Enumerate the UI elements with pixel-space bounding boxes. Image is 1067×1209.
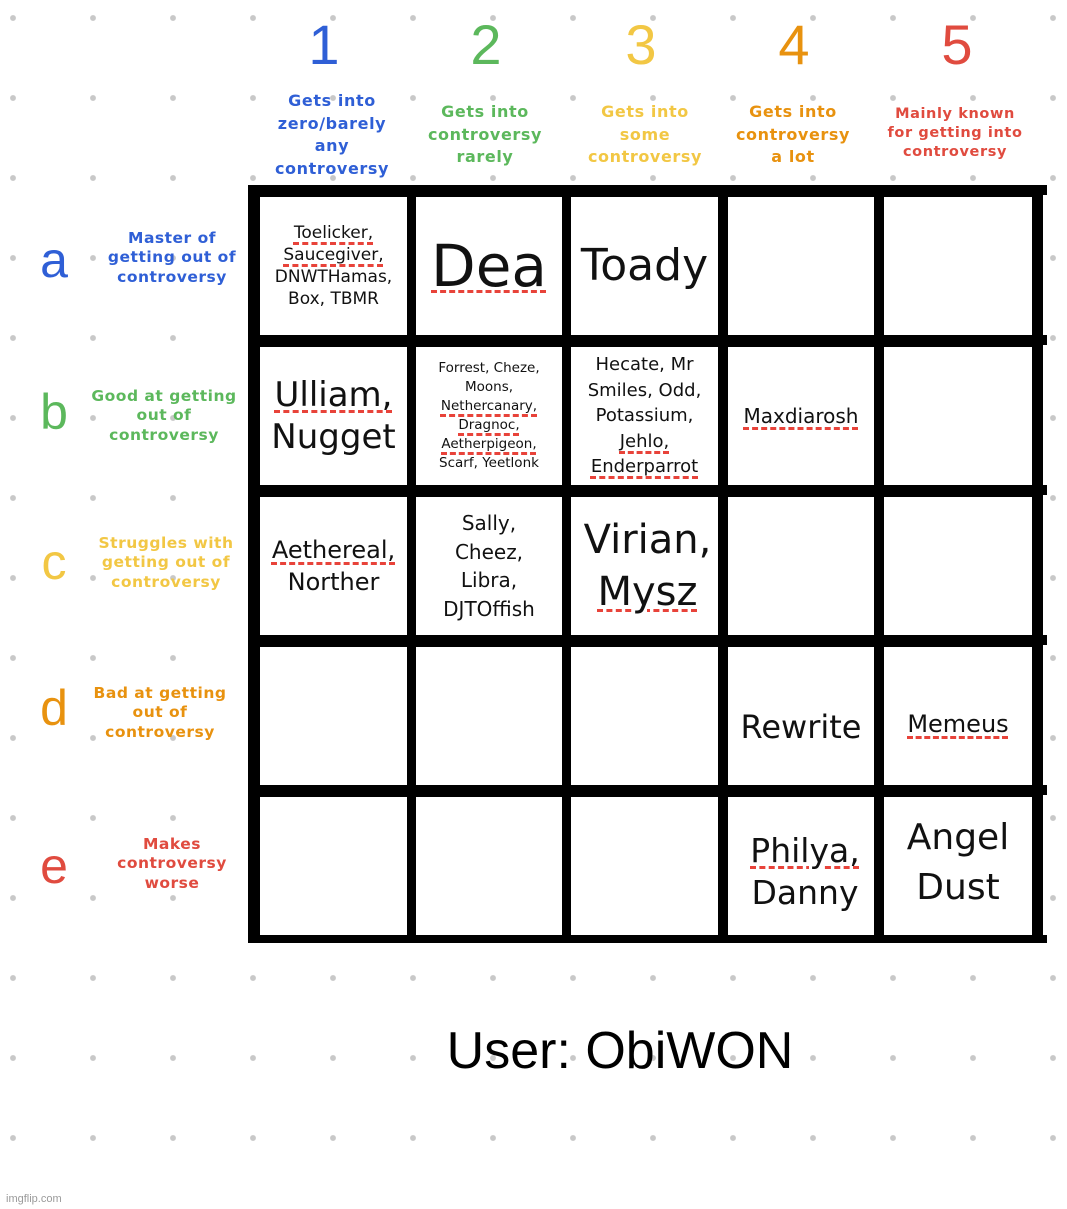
cell-b3: Hecate, Mr Smiles, Odd, Potassium, Jehlo… bbox=[571, 347, 718, 485]
row-label-a: Master of getting out of controversy bbox=[107, 228, 237, 286]
cell-b5 bbox=[884, 347, 1032, 485]
cell-e5: Angel Dust bbox=[884, 797, 1032, 935]
cell-c3: Virian, Mysz bbox=[571, 497, 718, 635]
row-letter-a: a bbox=[40, 232, 68, 288]
cell-c2: Sally, Cheez, Libra, DJTOffish bbox=[416, 497, 562, 635]
grid-edge-mask bbox=[1043, 645, 1047, 785]
cell-a5 bbox=[884, 197, 1032, 335]
cell-b2: Forrest, Cheze, Moons, Nethercanary, Dra… bbox=[416, 347, 562, 485]
row-label-d: Bad at getting out of controversy bbox=[93, 683, 227, 741]
cell-c4 bbox=[728, 497, 874, 635]
cell-d4: Rewrite bbox=[728, 647, 874, 785]
row-letter-d: d bbox=[40, 680, 68, 736]
row-label-b: Good at getting out of controversy bbox=[91, 386, 237, 444]
row-letter-e: e bbox=[40, 838, 68, 894]
cell-d3 bbox=[571, 647, 718, 785]
column-number-2: 2 bbox=[470, 13, 502, 76]
cell-e4: Philya, Danny bbox=[728, 797, 874, 935]
cell-c1: Aethereal, Norther bbox=[260, 497, 407, 635]
cell-a2: Dea bbox=[416, 197, 562, 335]
cell-a3: Toady bbox=[571, 197, 718, 335]
column-number-3: 3 bbox=[625, 13, 657, 76]
row-letter-c: c bbox=[41, 534, 67, 590]
grid-edge-mask bbox=[1043, 795, 1047, 935]
column-label-3: Gets into some controversy bbox=[587, 102, 703, 167]
cell-c5 bbox=[884, 497, 1032, 635]
cell-e3 bbox=[571, 797, 718, 935]
grid-edge-mask bbox=[1043, 345, 1047, 485]
alignment-grid: Toelicker, Saucegiver, DNWTHamas, Box, T… bbox=[248, 185, 1047, 943]
cell-a1: Toelicker, Saucegiver, DNWTHamas, Box, T… bbox=[260, 197, 407, 335]
column-label-5: Mainly known for getting into controvers… bbox=[887, 105, 1023, 160]
column-label-2: Gets into controversy rarely bbox=[427, 102, 543, 167]
grid-edge-mask bbox=[1043, 495, 1047, 635]
watermark: imgflip.com bbox=[6, 1193, 62, 1205]
cell-d5: Memeus bbox=[884, 647, 1032, 785]
cell-d2 bbox=[416, 647, 562, 785]
column-number-4: 4 bbox=[778, 13, 810, 76]
row-letter-b: b bbox=[40, 384, 68, 440]
grid-edge-mask bbox=[1043, 195, 1047, 335]
column-label-1: Gets into zero/barely any controversy bbox=[274, 91, 390, 178]
row-label-c: Struggles with getting out of controvers… bbox=[98, 533, 234, 591]
cell-a4 bbox=[728, 197, 874, 335]
row-label-e: Makes controversy worse bbox=[117, 834, 227, 892]
column-number-5: 5 bbox=[941, 13, 973, 76]
user-caption: User: ObiWON bbox=[446, 1022, 794, 1080]
cell-b4: Maxdiarosh bbox=[728, 347, 874, 485]
cell-b1: Ulliam, Nugget bbox=[260, 347, 407, 485]
column-label-4: Gets into controversy a lot bbox=[735, 102, 851, 167]
cell-e2 bbox=[416, 797, 562, 935]
cell-d1 bbox=[260, 647, 407, 785]
column-number-1: 1 bbox=[308, 13, 340, 76]
cell-e1 bbox=[260, 797, 407, 935]
